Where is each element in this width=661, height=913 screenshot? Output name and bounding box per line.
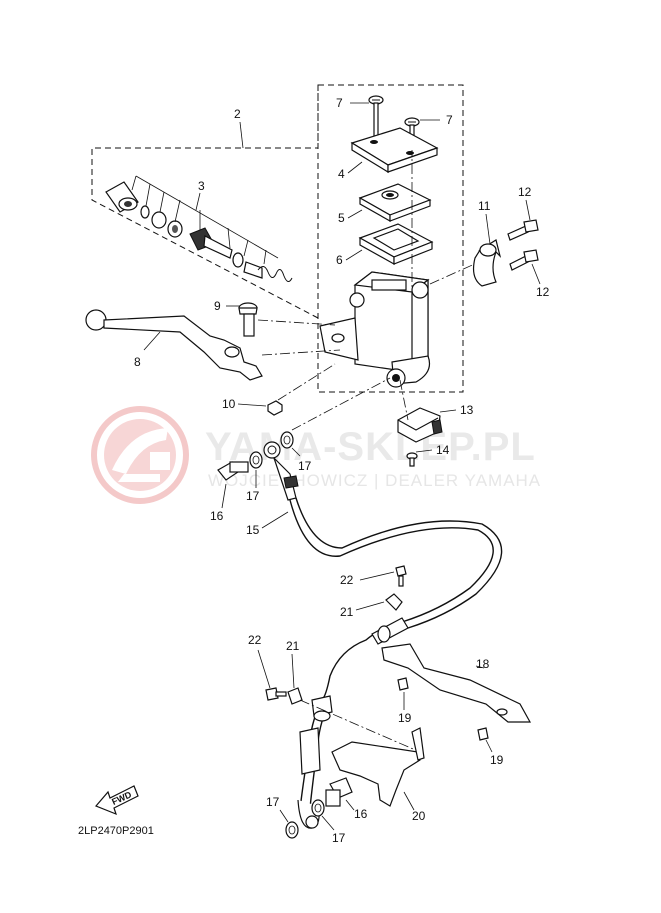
holder-11 [472,213,502,287]
fwd-arrow-icon: FWD [94,785,139,816]
callout-12-upper: 12 [518,185,532,199]
hose-clamp-21-lower [287,653,421,753]
callout-16-upper: 16 [210,509,224,523]
master-cylinder-body [319,150,489,388]
callout-9: 9 [214,299,221,313]
callout-16-lower: 16 [354,807,368,821]
callout-5: 5 [338,211,345,225]
callout-8: 8 [134,355,141,369]
callout-13: 13 [460,403,474,417]
callout-19-a: 19 [398,711,412,725]
bolt-22-upper [359,565,407,587]
callout-17-c: 17 [266,795,280,809]
callout-21-upper: 21 [340,605,354,619]
plate-5 [347,183,432,223]
bolt-12-upper [507,199,539,241]
diaphragm-6 [345,223,434,266]
screw-14 [406,449,433,467]
callout-18: 18 [476,657,490,671]
washer-17-c [311,799,335,831]
callout-22-upper: 22 [340,573,354,587]
callout-15: 15 [246,523,260,537]
washer-17-a [249,451,263,488]
callout-2: 2 [234,107,241,121]
callout-14: 14 [436,443,450,457]
bolt-19-b [477,727,493,753]
bolt-19-a [397,677,409,710]
callout-11: 11 [478,199,491,213]
callout-21-lower: 21 [286,639,300,653]
watermark-subtitle: WOJCIECHOWICZ | DEALER YAMAHA [208,471,541,490]
brake-hose-15 [261,441,503,701]
brake-lever-8 [85,309,341,381]
callout-22-lower: 22 [248,633,262,647]
brake-switch-13 [397,379,457,443]
pivot-bolt-9 [226,302,336,337]
nut-10 [237,363,336,416]
callout-3: 3 [198,179,205,193]
callout-12-lower: 12 [536,285,550,299]
union-bolt-16-lower [325,777,355,811]
callout-20: 20 [412,809,426,823]
bracket-18 [381,643,532,723]
screw-7-left [350,95,384,138]
callout-4: 4 [338,167,345,181]
callout-10: 10 [222,397,236,411]
bracket-20 [331,727,425,811]
callout-7-left: 7 [336,96,343,110]
callout-17-b: 17 [246,489,260,503]
callout-6: 6 [336,253,343,267]
hose-clamp-21-upper [355,593,403,611]
reservoir-cap-4 [347,127,439,174]
watermark-logo [91,406,189,504]
assembly-outline [91,84,464,393]
washer-17-b [280,377,391,457]
union-bolt-16-upper [217,461,249,509]
callout-17-d: 17 [332,831,346,845]
bolt-22-lower [257,649,287,701]
callout-19-b: 19 [490,753,504,767]
watermark: YAMA-SKLEP.PL WOJCIECHOWICZ | DEALER YAM… [91,406,541,504]
callout-7-right: 7 [446,113,453,127]
bolt-12-lower [509,249,541,285]
callouts: 7 7 2 4 3 5 11 12 6 12 9 8 10 13 14 17 1… [134,96,550,845]
callout-17-a: 17 [298,459,312,473]
piston-kit-3 [105,175,293,282]
diagram-code: 2LP2470P2901 [78,825,154,837]
washer-17-d [279,809,299,839]
